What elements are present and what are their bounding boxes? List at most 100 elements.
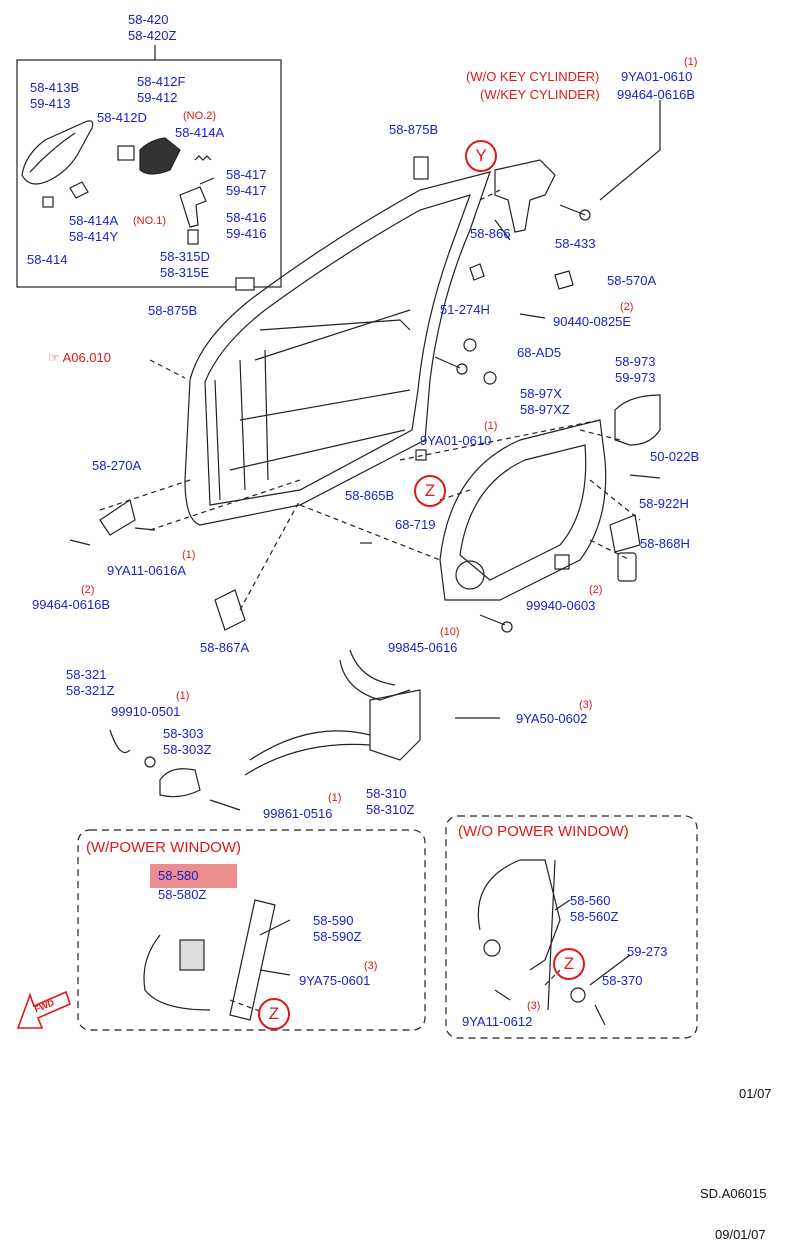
carrier-plate [439,419,607,601]
label-handle-assy-z: 58-420Z [128,28,177,43]
label-cylinder-2: 58-315E [160,265,210,280]
knob-273 [570,987,586,1003]
highlight-motor [150,864,237,888]
ref-a06-text: A06.010 [62,350,111,365]
leader-ref [149,359,186,379]
door-inner [204,194,471,506]
label-clip: 58-414A [69,213,119,228]
door-braces [214,349,269,501]
note-no2: (NO.2) [183,110,216,122]
label-bolt-9ya11b: 9YA11-0612 [462,1014,533,1029]
carrier-inner [459,444,587,581]
clip-shape [69,181,89,199]
bolt-y [559,204,586,216]
door-outer [184,171,491,526]
label-bracket-2: 59-416 [226,226,267,241]
label-pad-274h: 51-274H [440,302,490,317]
label-carrier: 58-97X [520,386,562,401]
ref-a06[interactable]: ☞ A06.010 [48,350,111,365]
label-bolt-9ya11: 9YA11-0616A [107,563,187,578]
footer-code: SD.A06015 [700,1186,767,1201]
label-outside-handle-2: 59-413 [30,96,71,111]
qty-9ya50: (3) [579,699,593,711]
qty-99910: (1) [176,690,190,702]
label-regulator-560z: 58-560Z [570,909,619,924]
screw-99861 [209,799,241,811]
no-power-window-frame [445,815,698,1039]
clip-570a [554,270,574,290]
label-crank-370: 58-370 [602,973,643,988]
label-panel-973: 58-973 [615,354,656,369]
latch-cables [244,730,371,776]
leader-z-pw [229,999,263,1013]
label-seal-lower: 58-875B [148,303,198,318]
label-guide-866: 58-866 [470,226,511,241]
manual-crank-pivot [483,939,501,957]
grommet-shape [42,196,54,208]
guide-866 [469,263,485,281]
label-bracket: 58-416 [226,210,267,225]
qty-9ya01: (1) [484,420,498,432]
label-latch-z: 58-310Z [366,802,415,817]
leader-check [149,479,301,531]
qty-90440: (2) [620,301,634,313]
leader-560 [554,899,571,911]
label-cap: 58-412F [137,74,186,89]
label-bolt-50022b: 50-022B [650,449,700,464]
label-spring: 58-414A [175,125,225,140]
label-carrier-2: 58-97XZ [520,402,570,417]
leader-key [599,100,661,201]
group-title-no-power-window: (W/O POWER WINDOW) [458,823,629,840]
screw-90440 [519,313,546,319]
leader-273 [589,954,631,986]
door-check [99,499,136,536]
qty-9ya11b: (3) [527,1000,541,1012]
leader-hinge [99,479,191,511]
nut-99940 [554,554,570,570]
pad-274h [463,338,477,352]
label-rod: 58-417 [226,167,267,182]
footer-date: 09/01/07 [715,1227,766,1242]
bolt-50022b [629,474,661,479]
footer-page: 01/07 [739,1086,772,1101]
label-screw-99910: 99910-0501 [111,704,181,719]
qty-99464: (2) [81,584,95,596]
bolt-9ya75 [259,969,291,976]
label-bolt-9ya50: 9YA50-0602 [516,711,588,726]
bumper-865b [415,449,427,461]
label-film-922h: 58-922H [639,496,689,511]
spring-shape [194,155,212,161]
bolts-hinge [69,527,156,546]
label-motor-z: 58-580Z [158,887,207,902]
leader-panel [579,429,621,441]
screw-9ya01 [434,356,461,369]
screw-99910 [144,756,156,768]
label-motor: 58-580 [158,868,199,883]
qty-99845: (10) [440,626,460,638]
label-knob-273: 59-273 [627,944,668,959]
clip-ad5 [483,371,497,385]
fwd-arrow-icon [16,990,71,1029]
bolt-9ya11b [494,989,511,1001]
leader-carrier [299,504,441,561]
label-bumper-865b: 58-865B [345,488,395,503]
label-outside-handle: 58-413B [30,80,80,95]
leader-hinge-lower [239,499,301,611]
qty-key: (1) [684,56,698,68]
trim-panel [614,394,661,446]
seal-piece-lower [235,277,255,291]
bracket-shape [179,186,207,228]
label-screw-99861: 99861-0516 [263,806,333,821]
latch-rods [339,649,411,701]
label-handle-assy: 58-420 [128,12,169,27]
label-nut-99940: 99940-0603 [526,598,596,613]
group-title-power-window: (W/POWER WINDOW) [86,839,241,856]
label-rod-321: 58-321 [66,667,107,682]
label-screw-90440: 90440-0825E [553,314,632,329]
outside-handle-shape [21,120,94,185]
cylinder-shape [187,229,199,245]
pointing-hand-icon: ☞ [48,350,60,365]
leader-433 [494,219,511,241]
label-bolt-wo-key: 9YA01-0610 [621,69,693,84]
